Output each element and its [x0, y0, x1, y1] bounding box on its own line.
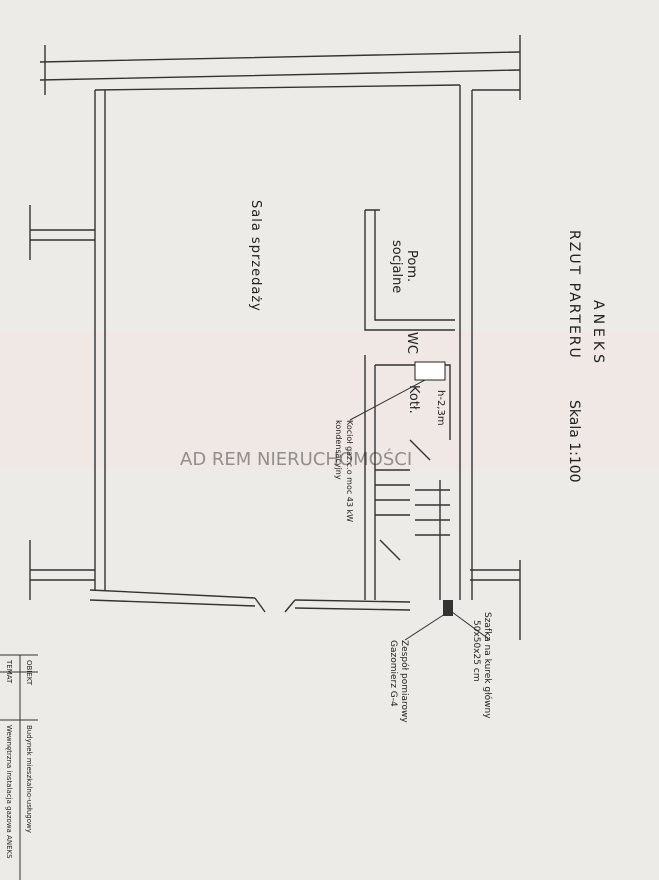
boiler-note-1: Kocioł gaz.c.o moc 43 kW — [345, 420, 354, 522]
topic-label: TEMAT — [5, 659, 13, 684]
room-wc: WC — [404, 332, 419, 354]
leader-lines — [349, 379, 491, 641]
boiler-note-2: kondensacyjny — [334, 420, 343, 480]
boiler-symbol — [414, 361, 446, 381]
plan-name: RZUT PARTERU — [566, 230, 582, 360]
topic-value: Wewnętrzna instalacja gazowa ANEKS — [5, 725, 13, 859]
annex-label: ANEKS — [590, 300, 606, 367]
gas-meter-symbol — [443, 600, 453, 616]
plan-scale: Skala 1:100 — [566, 400, 582, 483]
object-value: Budynek mieszkalno-usługowy — [25, 725, 33, 833]
room-staff-label-2: socjalne — [389, 240, 404, 293]
object-label: OBIEKT — [25, 660, 33, 686]
meter-note-2: Gazomierz G-4 — [388, 640, 398, 707]
meter-note-1: Zespół pomiarowy — [399, 640, 410, 723]
room-boiler: Kotł. — [406, 385, 421, 414]
cabinet-note-2: 50x50x25 cm — [471, 620, 481, 682]
room-sales-hall: Sala sprzedaży — [248, 200, 263, 312]
room-staff-label-1: Pom. — [404, 250, 419, 282]
walls — [29, 35, 521, 640]
title-block: OBIEKT Budynek mieszkalno-usługowy TEMAT… — [0, 654, 38, 880]
watermark: AD REM NIERUCHOMOŚCI — [180, 448, 412, 470]
cabinet-note-1: Szafka na kurek główny — [482, 612, 493, 719]
room-height: h-2,3m — [435, 390, 446, 426]
